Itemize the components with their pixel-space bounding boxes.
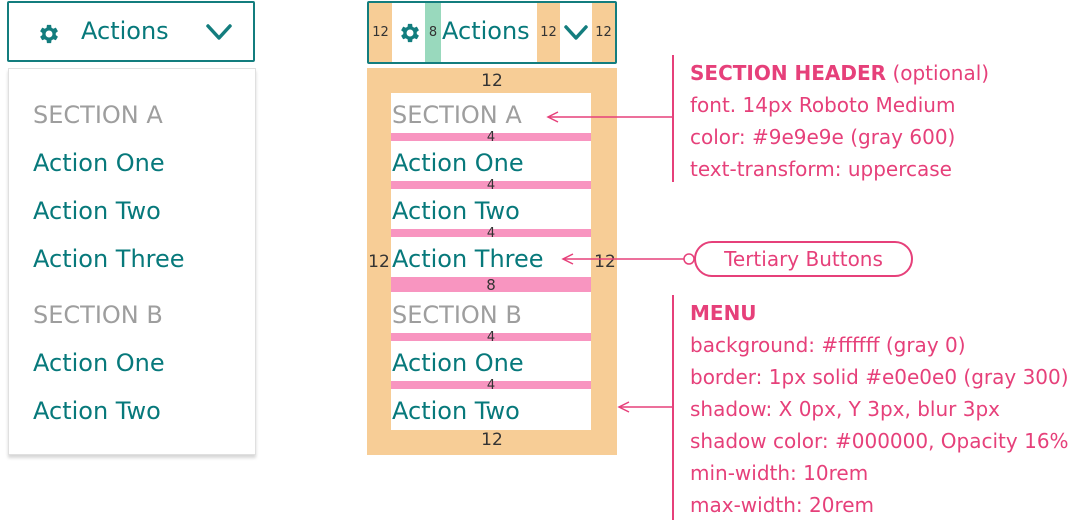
menu-item-action-one[interactable]: Action One	[33, 149, 165, 177]
tertiary-connector-dot	[683, 253, 695, 265]
actions-menu: SECTION A Action One Action Two Action T…	[8, 68, 256, 455]
item-gap	[391, 133, 591, 141]
item-gap	[391, 333, 591, 341]
tertiary-buttons-label: Tertiary Buttons	[694, 241, 913, 277]
menu-bracket	[672, 295, 674, 520]
icon-gap	[425, 3, 441, 62]
menu-annotation-title: MENU	[690, 301, 757, 325]
spec-item-action-two: Action Two	[392, 197, 520, 225]
menu-background-note: background: #ffffff (gray 0)	[690, 333, 966, 357]
item-gap-value: 4	[486, 178, 496, 193]
section-header-font-note: font. 14px Roboto Medium	[690, 93, 956, 117]
section-header-title: SECTION HEADER	[690, 61, 887, 85]
menu-pad-right-value: 12	[594, 252, 616, 272]
section-header-color-note: color: #9e9e9e (gray 600)	[690, 125, 956, 149]
spec-item-action-three: Action Three	[392, 245, 544, 273]
item-gap-value: 4	[486, 378, 496, 393]
spec-item-b-action-two: Action Two	[392, 397, 520, 425]
spec-button: 12 8 Actions 12 12	[367, 1, 617, 64]
section-header-b: SECTION B	[33, 301, 163, 329]
pad-left-value: 12	[372, 25, 389, 40]
section-gap	[391, 277, 591, 292]
chevron-down-icon	[564, 25, 588, 40]
section-header-bracket	[672, 55, 674, 182]
item-gap-value: 4	[486, 226, 496, 241]
caret-gap	[537, 3, 560, 62]
chevron-down-icon	[206, 24, 232, 40]
menu-pad-left-value: 12	[368, 252, 390, 272]
pad-left	[369, 3, 392, 62]
menu-item-b-action-one[interactable]: Action One	[33, 349, 165, 377]
actions-button-label: Actions	[81, 17, 169, 45]
menu-content-area: SECTION A 4 Action One 4 Action Two 4 Ac…	[391, 93, 591, 430]
spec-section-header-a: SECTION A	[392, 101, 522, 129]
section-header-a: SECTION A	[33, 101, 163, 129]
item-gap-value: 4	[486, 130, 496, 145]
gear-icon	[401, 23, 419, 43]
icon-gap-value: 8	[428, 25, 438, 40]
item-gap	[391, 381, 591, 389]
spec-item-action-one: Action One	[392, 149, 524, 177]
menu-pad-bottom-value: 12	[481, 430, 503, 450]
menu-item-action-two[interactable]: Action Two	[33, 197, 161, 225]
actions-dropdown-button[interactable]: Actions	[7, 1, 255, 62]
item-gap-value: 4	[486, 330, 496, 345]
item-gap	[391, 229, 591, 237]
section-header-transform-note: text-transform: uppercase	[690, 157, 952, 181]
caret-gap-value: 12	[540, 25, 557, 40]
spec-item-b-action-one: Action One	[392, 349, 524, 377]
spec-section-header-b: SECTION B	[392, 301, 522, 329]
pad-right	[592, 3, 615, 62]
gear-icon	[40, 24, 58, 44]
section-gap-value: 8	[486, 276, 496, 294]
section-header-annotation-title: SECTION HEADER (optional)	[690, 57, 989, 89]
menu-border-note: border: 1px solid #e0e0e0 (gray 300)	[690, 365, 1069, 389]
menu-arrowhead	[617, 401, 630, 413]
menu-shadow-color-note: shadow color: #000000, Opacity 16%	[690, 429, 1069, 453]
item-gap	[391, 181, 591, 189]
section-header-optional: (optional)	[892, 61, 990, 85]
menu-item-action-three[interactable]: Action Three	[33, 245, 185, 273]
menu-min-width-note: min-width: 10rem	[690, 461, 869, 485]
pad-right-value: 12	[595, 25, 612, 40]
spec-menu: 12 12 12 12 SECTION A 4 Action One 4 Act…	[367, 68, 617, 455]
spec-button-label: Actions	[442, 17, 530, 45]
menu-max-width-note: max-width: 20rem	[690, 493, 875, 517]
menu-pad-top-value: 12	[481, 71, 503, 91]
menu-item-b-action-two[interactable]: Action Two	[33, 397, 161, 425]
menu-shadow-note: shadow: X 0px, Y 3px, blur 3px	[690, 397, 1000, 421]
